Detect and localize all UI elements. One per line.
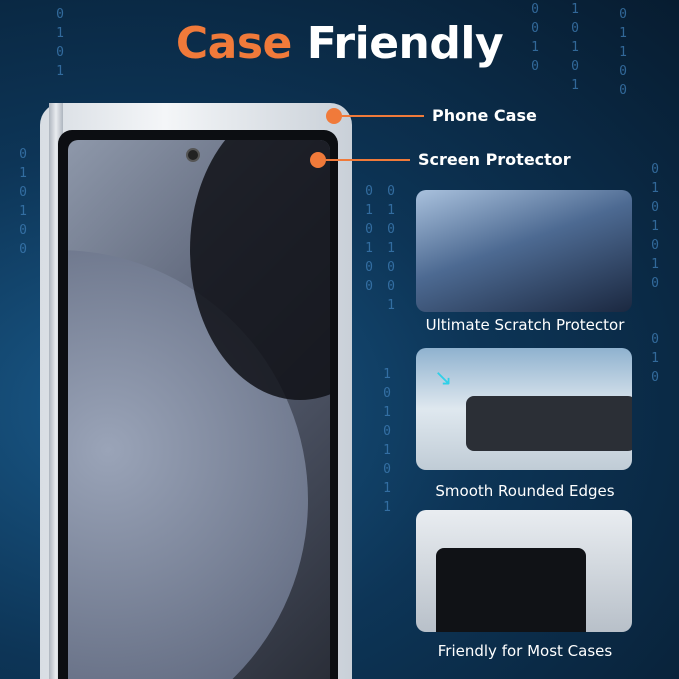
binary-decoration: 01100 xyxy=(619,7,627,98)
binary-decoration: 0101010 xyxy=(651,162,659,291)
phone-corner-illustration xyxy=(436,548,586,632)
binary-decoration: 010100 xyxy=(365,184,373,294)
callout-label: Screen Protector xyxy=(418,150,571,169)
camera-icon xyxy=(186,148,200,162)
callout-label: Phone Case xyxy=(432,106,537,125)
binary-decoration: 0101 xyxy=(56,7,64,79)
feature-caption: Smooth Rounded Edges xyxy=(435,482,615,500)
binary-decoration: 0101001 xyxy=(387,184,395,313)
callout-dot xyxy=(310,151,326,168)
phone-edge-illustration xyxy=(466,396,632,451)
feature-image-case-friendly xyxy=(416,510,632,632)
binary-decoration: 010100 xyxy=(19,147,27,257)
feature-image-scratch xyxy=(416,190,632,312)
feature-image-edges: ↘ xyxy=(416,348,632,470)
callout-line xyxy=(326,158,410,161)
binary-decoration: 10101 xyxy=(571,2,579,93)
binary-decoration: 0010 xyxy=(531,2,539,74)
callout-screen-protector: Screen Protector xyxy=(310,150,571,169)
headline: Case Friendly xyxy=(0,18,679,69)
binary-decoration: 010 xyxy=(651,332,659,385)
binary-decoration: 10101011 xyxy=(383,367,391,515)
callout-phone-case: Phone Case xyxy=(326,106,537,125)
feature-caption: Friendly for Most Cases xyxy=(437,642,613,660)
feature-caption: Ultimate Scratch Protector xyxy=(425,316,625,334)
headline-main: Friendly xyxy=(306,18,504,69)
headline-accent: Case xyxy=(175,18,293,69)
callout-dot xyxy=(326,107,342,124)
callout-line xyxy=(342,114,424,117)
arrow-icon: ↘ xyxy=(434,366,453,391)
phone-screen xyxy=(68,140,330,679)
